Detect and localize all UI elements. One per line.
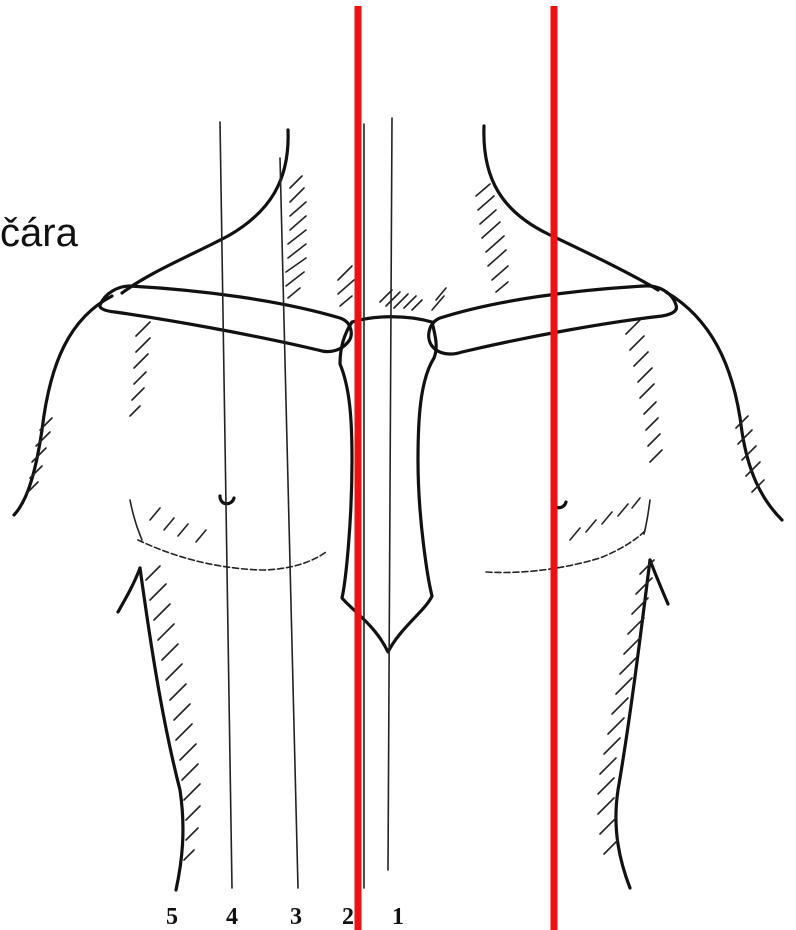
line-number-4: 4: [226, 904, 238, 930]
sternum: [340, 317, 436, 652]
line-number-1: 1: [392, 904, 404, 930]
line-number-2: 2: [342, 904, 354, 930]
torso-outline: [14, 126, 782, 890]
clavicles: [100, 286, 677, 354]
reference-line-numbers: 5 4 3 2 1: [166, 904, 404, 930]
shading-hatching: [26, 176, 764, 860]
caption-label: čára: [0, 211, 79, 255]
reference-line-1: [388, 118, 392, 870]
line-number-5: 5: [166, 904, 178, 930]
reference-lines: [220, 118, 392, 888]
red-marker-lines: [358, 6, 554, 930]
line-number-3: 3: [290, 904, 302, 930]
reference-line-3: [280, 158, 298, 888]
